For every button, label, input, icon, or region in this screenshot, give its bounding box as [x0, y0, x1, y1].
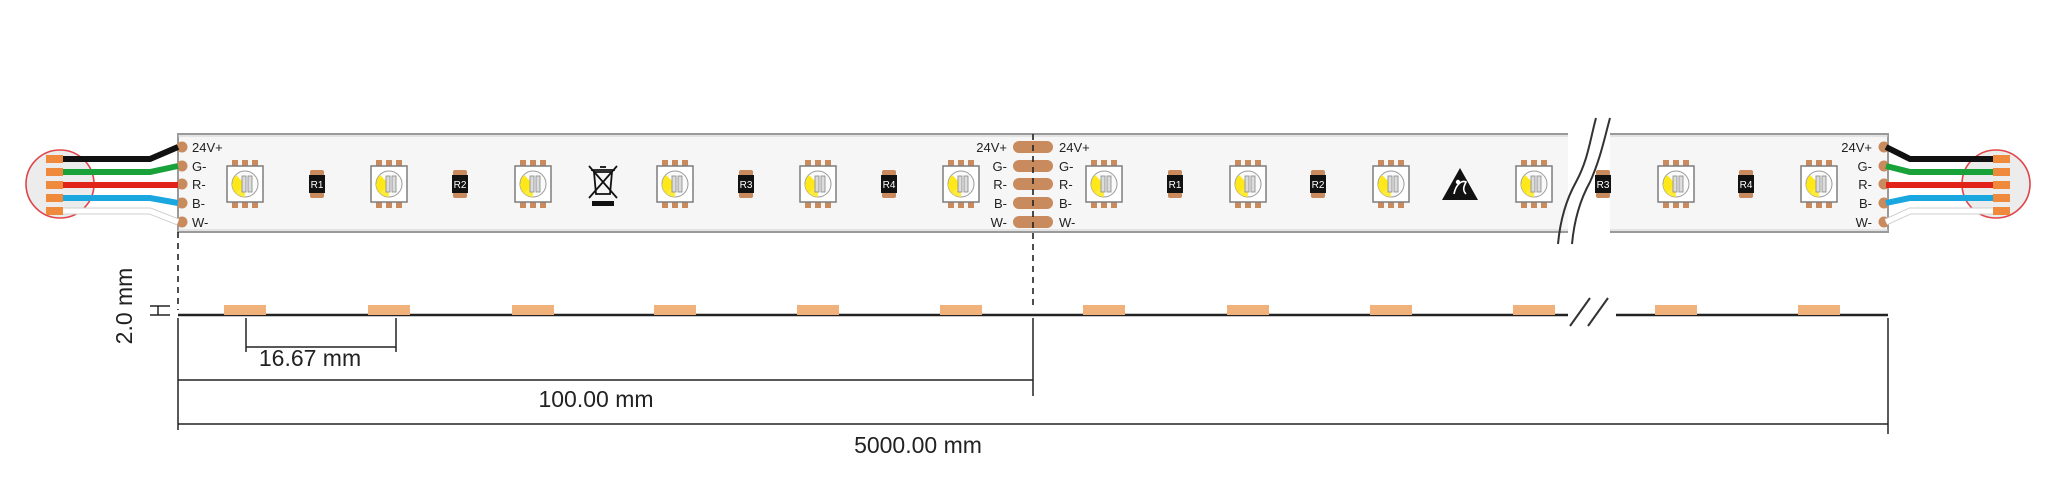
side-led-pad	[224, 305, 266, 315]
resistor-label: R4	[883, 180, 896, 191]
side-led-pad	[368, 305, 410, 315]
esd-warning-icon	[1442, 168, 1478, 200]
led-chip	[942, 160, 980, 208]
total-length-dimension: 5000.00 mm	[178, 318, 1889, 458]
pad-label: R-	[1858, 177, 1872, 192]
resistor-label: R3	[740, 180, 753, 191]
thickness-dimension: 2.0 mm	[111, 268, 170, 345]
pitch-dimension: 16.67 mm	[245, 318, 397, 371]
side-led-pad	[1227, 305, 1269, 315]
led-chip	[1229, 160, 1267, 208]
resistor-label: R2	[1312, 180, 1325, 191]
resistor-chip: R1	[1167, 170, 1183, 198]
pad-label: G-	[993, 159, 1007, 174]
pad-label: W-	[1856, 215, 1872, 230]
resistor-chip: R4	[881, 170, 897, 198]
cut-length-dimension: 100.00 mm	[177, 318, 1034, 430]
resistor-chip: R3	[738, 170, 754, 198]
pad-label: B-	[994, 196, 1007, 211]
pad-label: 24V+	[976, 140, 1007, 155]
right-wire-tips	[1993, 155, 2010, 215]
led-chip	[1372, 160, 1410, 208]
led-chip	[1515, 160, 1553, 208]
pad-label: R-	[993, 177, 1007, 192]
pad-label: W-	[1059, 215, 1075, 230]
led-chip	[799, 160, 837, 208]
side-led-pad	[940, 305, 982, 315]
resistor-chip: R3	[1595, 170, 1611, 198]
side-led-pad	[1370, 305, 1412, 315]
led-chip	[370, 160, 408, 208]
resistor-chip: R2	[1310, 170, 1326, 198]
pad-label: 24V+	[192, 140, 223, 155]
resistor-chip: R4	[1738, 170, 1754, 198]
side-led-pad	[797, 305, 839, 315]
led-chip	[1800, 160, 1838, 208]
total-length-label: 5000.00 mm	[854, 432, 982, 458]
side-led-pad	[1513, 305, 1555, 315]
side-led-pad	[1798, 305, 1840, 315]
resistor-label: R1	[1169, 180, 1182, 191]
pad-label: 24V+	[1059, 140, 1090, 155]
cut-line-markers	[177, 134, 1034, 310]
pad-label: 24V+	[1841, 140, 1872, 155]
pad-label: W-	[192, 215, 208, 230]
weee-bin-icon	[588, 165, 618, 206]
led-chips	[226, 160, 1838, 208]
side-view	[178, 295, 1888, 331]
resistor-chips: R1 R2 R3 R4 R1 R2 R3 R4	[309, 170, 1754, 198]
left-cable-end	[25, 144, 180, 226]
pad-label: G-	[1858, 159, 1872, 174]
side-view-led-pads	[224, 305, 1840, 315]
resistor-label: R4	[1740, 180, 1753, 191]
side-led-pad	[512, 305, 554, 315]
pad-label: G-	[192, 159, 206, 174]
resistor-chip: R1	[309, 170, 325, 198]
pad-group-start: 24V+ G- R- B- W-	[176, 140, 223, 230]
led-chip	[656, 160, 694, 208]
pad-group-middle-right: 24V+ G- R- B- W-	[1059, 140, 1090, 230]
led-chip	[226, 160, 264, 208]
resistor-label: R1	[311, 180, 324, 191]
resistor-label: R3	[1597, 180, 1610, 191]
led-chip	[514, 160, 552, 208]
side-led-pad	[1655, 305, 1697, 315]
resistor-chip: R2	[452, 170, 468, 198]
pad-label: B-	[1059, 196, 1072, 211]
pad-label: R-	[1059, 177, 1073, 192]
pad-label: G-	[1059, 159, 1073, 174]
resistor-label: R2	[454, 180, 467, 191]
right-cable-end	[1884, 144, 2031, 226]
pad-label: B-	[1859, 196, 1872, 211]
left-wire-tips	[46, 155, 63, 215]
side-led-pad	[654, 305, 696, 315]
pitch-label: 16.67 mm	[259, 345, 361, 371]
thickness-label: 2.0 mm	[111, 268, 137, 345]
side-led-pad	[1083, 305, 1125, 315]
pad-label: W-	[991, 215, 1007, 230]
cut-length-label: 100.00 mm	[538, 386, 653, 412]
led-chip	[1085, 160, 1123, 208]
pad-label: B-	[192, 196, 205, 211]
led-chip	[1657, 160, 1695, 208]
pad-label: R-	[192, 177, 206, 192]
